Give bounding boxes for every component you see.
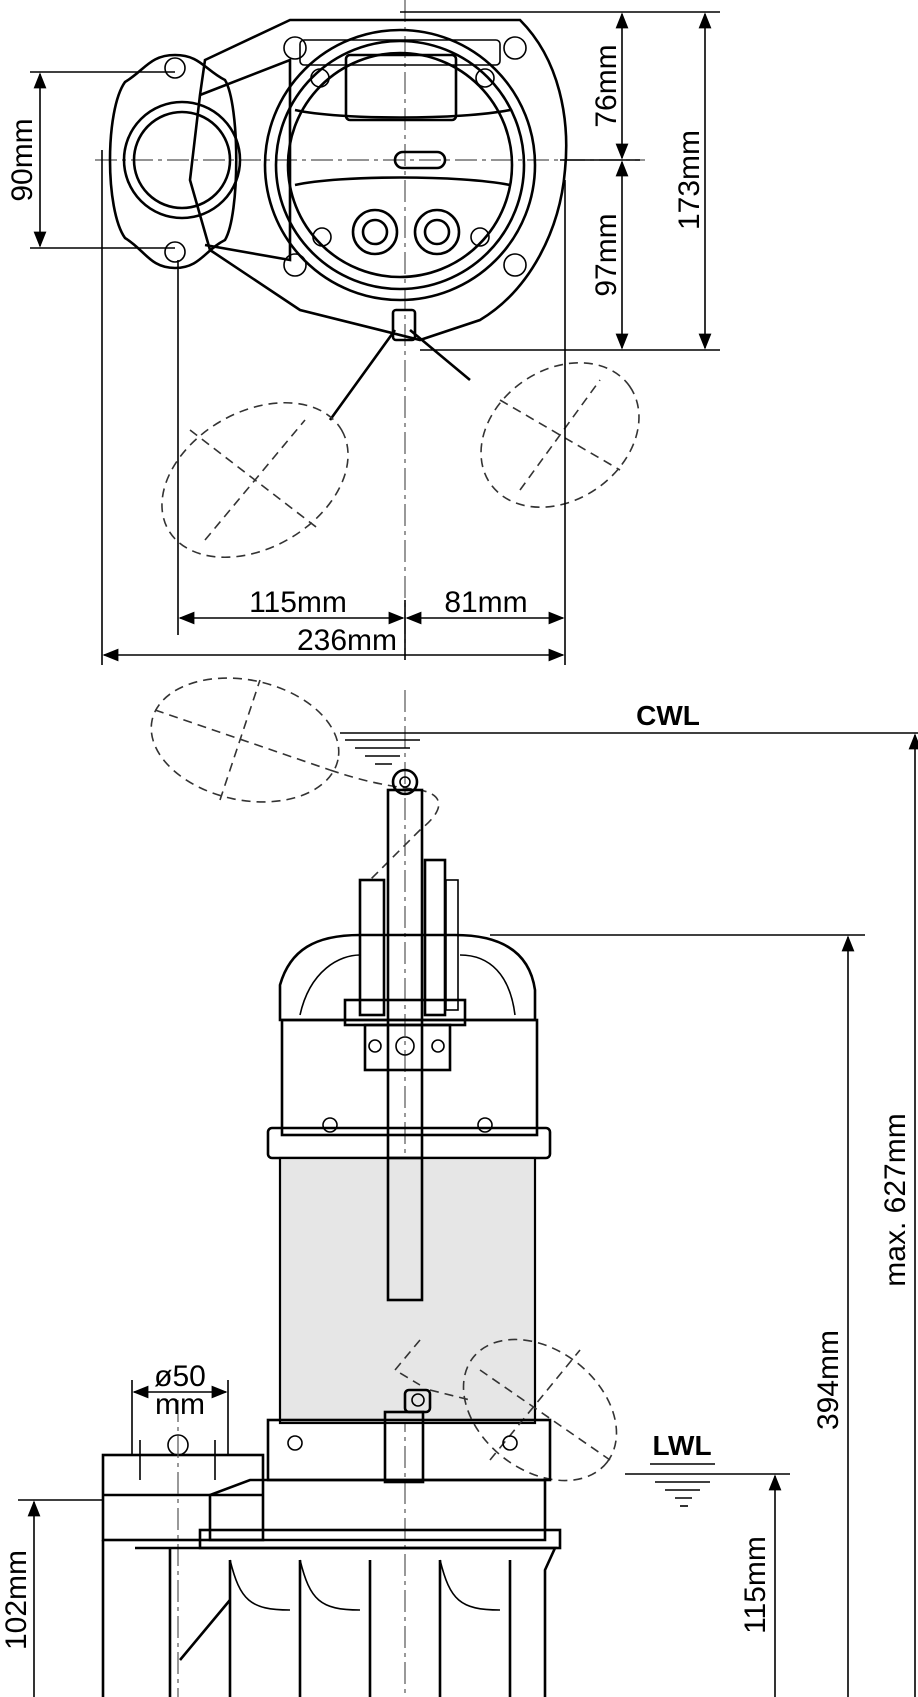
discharge-outlet — [101, 1453, 265, 1542]
strainer-cage — [135, 1546, 558, 1697]
flange-bore-inner — [132, 110, 232, 210]
motor-bolts — [283, 36, 527, 277]
cwl-label: CWL — [636, 700, 700, 731]
dim-total-depth: 173mm — [673, 130, 706, 230]
side-view: CWL — [0, 677, 918, 1697]
dim-total-width: 236mm — [297, 624, 397, 657]
outlet-diameter-unit: mm — [155, 1388, 205, 1421]
flange-arm — [199, 58, 292, 262]
outlet-diameter-value: ø50 — [154, 1360, 206, 1393]
float-right-position — [480, 362, 640, 508]
discharge-flange — [108, 53, 238, 270]
motor-cylinder — [278, 1156, 537, 1425]
cable-gland-1 — [358, 878, 386, 1017]
lwl-water-symbol — [655, 1481, 710, 1507]
rod-clamp — [363, 1023, 452, 1072]
housing-outline — [188, 18, 568, 342]
flange-bolt-top — [164, 57, 186, 79]
cable-gland-2 — [423, 858, 447, 1017]
float-clamp — [391, 308, 417, 342]
top-view: 90mm 76mm 97mm 173mm 115mm 81mm 236mm — [6, 0, 720, 665]
outlet-leg — [101, 1540, 231, 1697]
lwl-label: LWL — [652, 1430, 711, 1461]
cwl-water-symbol — [345, 739, 420, 765]
flange-bore-outer — [122, 100, 242, 220]
bridge-bars — [294, 108, 511, 187]
handle-slot — [393, 150, 447, 170]
motor-ring-core — [286, 51, 514, 279]
cable-gland-left — [351, 208, 399, 256]
float-lower-position — [462, 1338, 618, 1482]
motor-dome — [278, 933, 537, 1022]
dim-flange-height: 90mm — [6, 118, 39, 201]
terminal-cover — [344, 53, 458, 122]
float-upper-position — [150, 677, 340, 803]
cover-plate — [299, 39, 501, 66]
dim-left-offset: 115mm — [249, 586, 347, 619]
float-arms — [328, 329, 471, 421]
rod-eye — [391, 768, 419, 796]
dim-lwl-height: 115mm — [739, 1536, 772, 1634]
motor-ring-inner — [274, 39, 526, 291]
dim-upper: 76mm — [590, 44, 623, 127]
dim-outlet-height: 102mm — [0, 1550, 33, 1650]
cable-gland-right — [413, 208, 461, 256]
motor-flange-ring — [266, 1126, 552, 1160]
dim-lower: 97mm — [590, 213, 623, 296]
dim-pump-height: 394mm — [812, 1330, 845, 1430]
motor-upper-housing — [280, 1018, 539, 1137]
flange-bolt-bottom — [164, 241, 186, 263]
dim-right-offset: 81mm — [444, 586, 527, 619]
motor-ring-outer — [263, 28, 537, 302]
float-left-position — [161, 401, 349, 559]
dim-max-height: max. 627mm — [879, 1113, 912, 1286]
